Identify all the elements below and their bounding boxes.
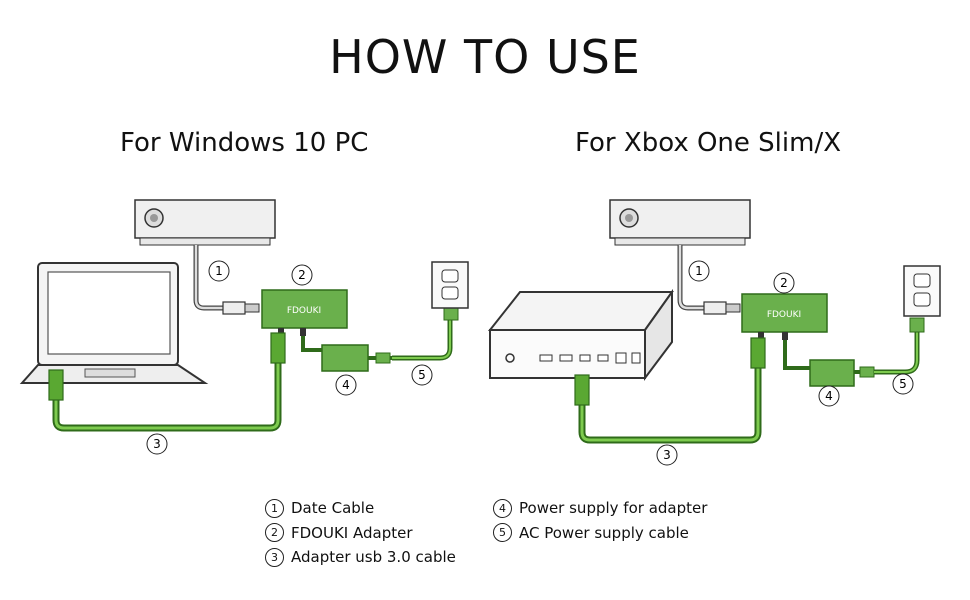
page-title: HOW TO USE bbox=[329, 30, 641, 84]
legend-item: 5 AC Power supply cable bbox=[493, 521, 707, 545]
callout-4-xbox: 4 bbox=[825, 389, 833, 403]
legend-text: Power supply for adapter bbox=[519, 499, 708, 517]
adapter-icon-xbox: FDOUKI bbox=[741, 293, 828, 340]
callout-3-xbox: 3 bbox=[663, 448, 671, 462]
callout-4: 4 bbox=[342, 378, 350, 392]
adapter-label: FDOUKI bbox=[767, 310, 801, 320]
legend-text: FDOUKI Adapter bbox=[291, 523, 413, 542]
legend-number: 1 bbox=[265, 498, 284, 518]
legend-item: 2 FDOUKI Adapter bbox=[265, 521, 456, 545]
legend-number: 4 bbox=[493, 498, 512, 518]
callout-5-xbox: 5 bbox=[899, 377, 907, 391]
legend-number: 5 bbox=[493, 523, 512, 542]
section-title-xbox: For Xbox One Slim/X bbox=[575, 128, 842, 158]
callout-1: 1 bbox=[215, 264, 223, 278]
legend-item: 4 Power supply for adapter bbox=[493, 496, 707, 520]
wall-outlet-icon-xbox bbox=[903, 265, 941, 317]
legend-left: 1 Date Cable 2 FDOUKI Adapter 3 Adapter … bbox=[265, 496, 456, 570]
kinect-sensor-icon-xbox bbox=[609, 199, 751, 246]
legend-item: 1 Date Cable bbox=[265, 496, 456, 520]
legend-text: Adapter usb 3.0 cable bbox=[291, 548, 456, 566]
adapter-label: FDOUKI bbox=[287, 306, 321, 316]
wall-outlet-icon bbox=[431, 261, 469, 309]
section-title-windows: For Windows 10 PC bbox=[120, 128, 369, 158]
legend-text: AC Power supply cable bbox=[519, 523, 689, 542]
callout-2: 2 bbox=[298, 268, 306, 282]
legend-text: Date Cable bbox=[291, 499, 375, 517]
legend-number: 2 bbox=[265, 523, 284, 542]
callout-5: 5 bbox=[418, 368, 426, 382]
legend-number: 3 bbox=[265, 547, 284, 567]
xbox-console-icon bbox=[487, 288, 674, 381]
kinect-sensor-icon bbox=[134, 199, 276, 246]
legend-right: 4 Power supply for adapter 5 AC Power su… bbox=[493, 496, 707, 545]
laptop-icon bbox=[19, 262, 209, 384]
adapter-icon: FDOUKI bbox=[261, 289, 348, 336]
callout-3: 3 bbox=[153, 437, 161, 451]
callout-1-xbox: 1 bbox=[695, 264, 703, 278]
callout-2-xbox: 2 bbox=[780, 276, 788, 290]
legend-item: 3 Adapter usb 3.0 cable bbox=[265, 545, 456, 569]
